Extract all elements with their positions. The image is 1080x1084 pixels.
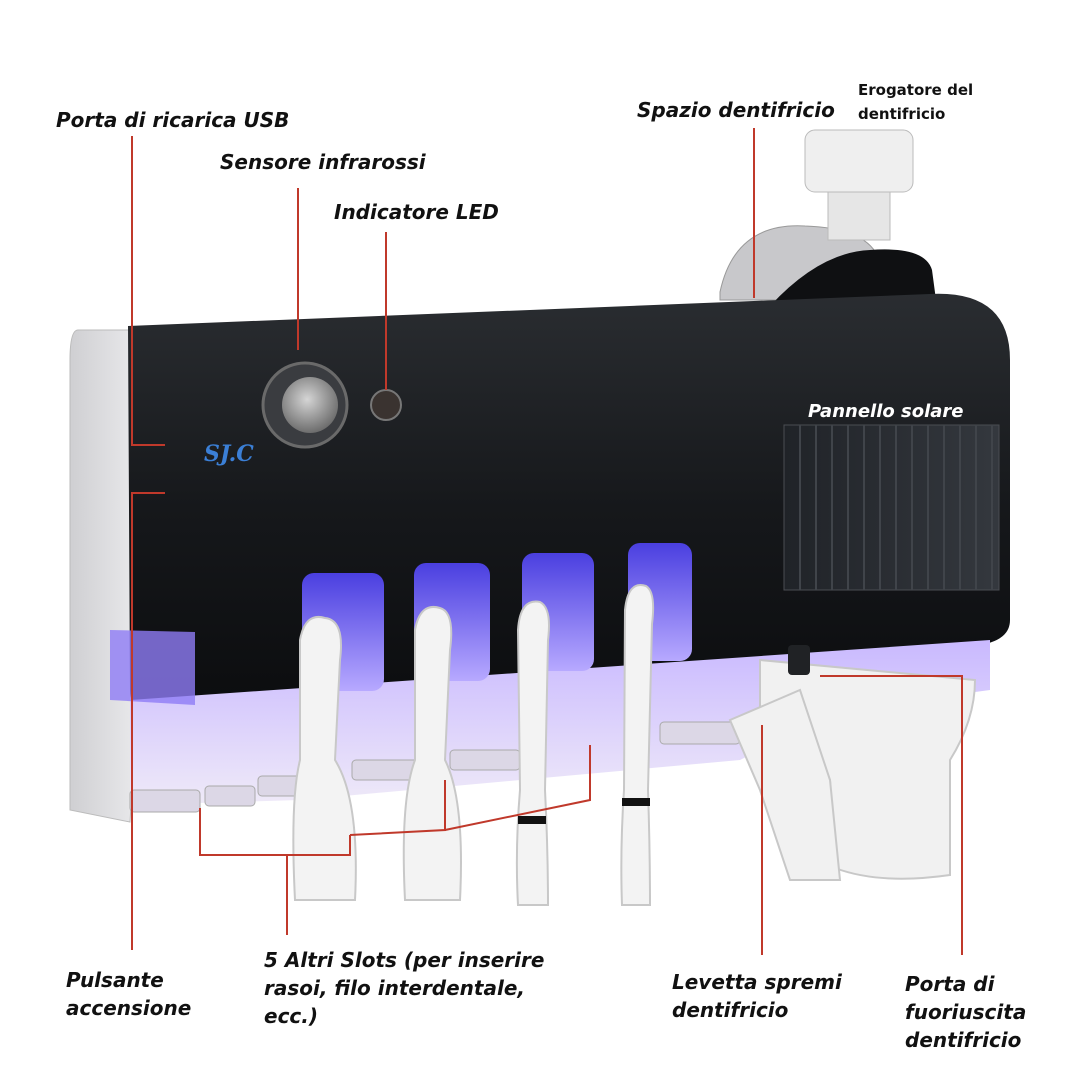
brand-logo: SJ.C (204, 441, 254, 467)
toothpaste-dispenser-label: Erogatore del dentifricio (858, 81, 974, 123)
usb-port-label: Porta di ricarica USB (56, 108, 290, 132)
solar-panel-label: Pannello solare (808, 401, 964, 422)
outlet-port-label: Porta di fuoriuscita dentifricio (905, 972, 1027, 1052)
infrared-sensor (261, 361, 349, 449)
ir-sensor-label: Sensore infrarossi (220, 150, 426, 174)
squeeze-lever-label: Levetta spremi dentifricio (672, 970, 842, 1022)
outlet-slot (788, 645, 810, 675)
solar-panel-graphic (783, 424, 1000, 591)
toothbrushes (292, 584, 655, 906)
left-uv-window (110, 630, 195, 705)
toothpaste-space-label: Spazio dentifricio (637, 98, 835, 122)
uv-slots (302, 543, 692, 691)
extra-slots-label: 5 Altri Slots (per inserire rasoi, filo … (264, 948, 545, 1028)
power-button-label: Pulsante accensione (66, 968, 192, 1020)
led-indicator-label: Indicatore LED (334, 200, 499, 224)
led-indicator (370, 389, 402, 421)
dispenser-lever (728, 658, 977, 881)
leader-lines (131, 128, 963, 955)
